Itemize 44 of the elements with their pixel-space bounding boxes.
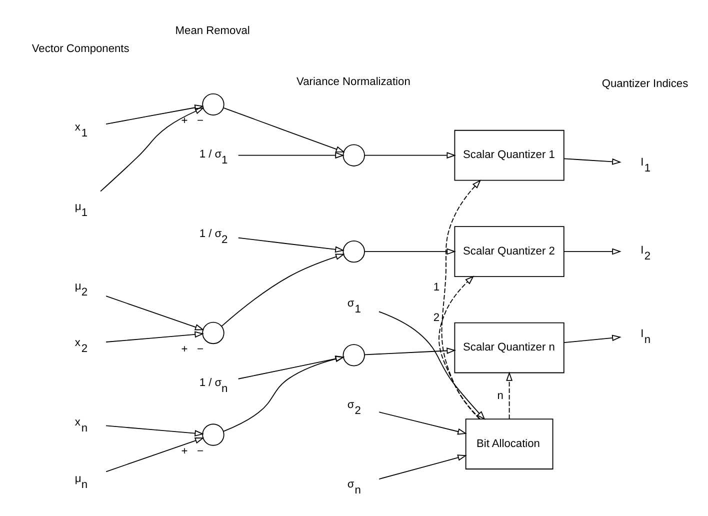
node-circle: [342, 344, 365, 366]
arrow: [238, 152, 344, 158]
arrow: [106, 437, 204, 472]
arrow: [378, 310, 486, 420]
arrow: [378, 454, 467, 480]
node-label: + −: [181, 343, 204, 356]
arrow: [438, 275, 480, 419]
arrow: [564, 334, 622, 343]
node-box: Scalar Quantizer n: [454, 322, 564, 373]
arrow: [506, 371, 513, 419]
arrow: [364, 347, 456, 355]
arrow: [106, 424, 204, 436]
arrow: [221, 253, 345, 326]
arrow: [564, 158, 622, 164]
arrow: [106, 295, 204, 330]
edge-label: 1: [433, 281, 440, 294]
arrow: [106, 330, 204, 342]
node-circle: [342, 240, 365, 262]
node-box: Scalar Quantizer 2: [454, 226, 564, 276]
node-box: Bit Allocation: [465, 418, 554, 469]
arrow: [441, 179, 482, 419]
edge-label: 2: [433, 312, 440, 324]
label: Vector Components: [32, 42, 130, 54]
label: Quantizer Indices: [602, 77, 688, 90]
arrow: [238, 355, 345, 379]
arrow: [100, 107, 204, 192]
node-label: + −: [181, 114, 204, 126]
arrow: [223, 355, 345, 432]
arrow: [378, 411, 467, 434]
node-circle: [202, 321, 224, 344]
edge-label: n: [497, 389, 504, 402]
arrow: [364, 248, 456, 254]
label: Variance Normalization: [296, 76, 410, 88]
node-circle: [342, 144, 365, 166]
arrow: [223, 106, 346, 152]
node-box: Scalar Quantizer 1: [454, 129, 564, 180]
label: Mean Removal: [175, 24, 250, 37]
arrow: [106, 104, 204, 124]
arrow: [564, 248, 622, 254]
node-circle: [202, 92, 224, 116]
arrow: [364, 152, 456, 158]
arrow: [238, 236, 344, 252]
node-circle: [202, 423, 224, 446]
node-label: + −: [181, 444, 204, 457]
